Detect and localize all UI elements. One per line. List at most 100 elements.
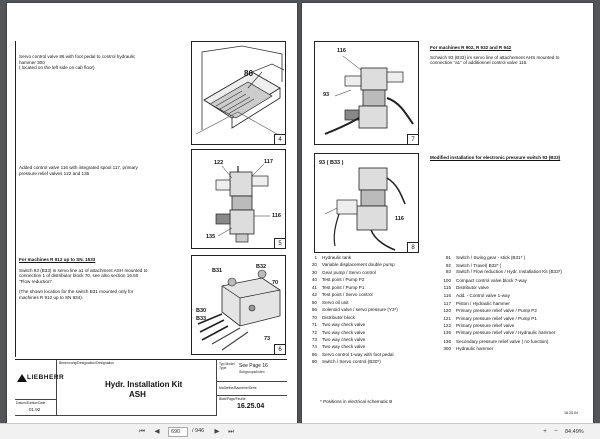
- pressure-switch-drawing: [324, 167, 406, 251]
- section3-heading: For machines R 912 up to SN. 1533: [19, 257, 96, 262]
- previous-page-icon[interactable]: ◀: [154, 428, 160, 435]
- type-label: Typ Model Type: [219, 362, 235, 370]
- logo-text: LIEBHERR: [27, 374, 65, 381]
- figure-number-7: 7: [407, 134, 418, 144]
- document-viewer[interactable]: Servo control valve 86 with foot pedal t…: [0, 0, 600, 423]
- callout-93-b33: 93 ( B33 ): [319, 160, 344, 166]
- left-page: Servo control valve 86 with foot pedal t…: [7, 3, 297, 423]
- type-sub: Subgroups/Index: [239, 370, 265, 374]
- zoom-out-icon[interactable]: −: [554, 428, 558, 435]
- zoom-in-icon[interactable]: +: [543, 428, 547, 435]
- page-number-input[interactable]: 690: [168, 427, 188, 437]
- first-page-icon[interactable]: ⏮: [139, 428, 145, 435]
- callout-122: 122: [214, 160, 224, 166]
- designation-label: Benennung/Designation/Désignation: [59, 361, 115, 365]
- right-section1-text: For machines R 902, R 932 and R 942 Schw…: [430, 45, 570, 66]
- callout-b30: B30: [196, 308, 207, 314]
- subgroup-cell: Maßreihe/Baureihe/Série: [217, 382, 287, 396]
- document-title-line2: ASH: [129, 390, 146, 399]
- total-pages: / 946: [192, 428, 205, 434]
- type-cell: Typ Model Type See Page 16 Subgroups/Ind…: [217, 360, 287, 382]
- right-page: 116 93 7 For machines R 902, R 932 and R…: [302, 3, 593, 423]
- callout-116-fig8: 116: [395, 216, 404, 222]
- document-title-line1: Hydr. Installation Kit: [105, 380, 183, 389]
- viewer-toolbar: ⏮ ◀ 690 / 946 ▶ ⏭ + − 84.49%: [0, 423, 600, 439]
- callout-b33: B33: [196, 316, 207, 322]
- zoom-level[interactable]: 84.49%: [565, 429, 584, 435]
- callout-117: 117: [264, 159, 273, 165]
- callout-86: 86: [244, 69, 253, 78]
- date-label-cell: Datum/Edition/Date: [15, 400, 57, 416]
- type-value: See Page 16: [239, 363, 268, 369]
- last-page-icon[interactable]: ⏭: [228, 428, 234, 435]
- designation-cell: Benennung/Designation/Désignation Hydr. …: [57, 360, 217, 416]
- valve-switch-drawing: [324, 55, 414, 135]
- figure-6: B31 B32 70 B30 B33 73 6: [191, 255, 286, 355]
- next-page-icon[interactable]: ▶: [214, 428, 220, 435]
- right-section1-body: Schwich 93 (B33) im servo line of attach…: [430, 54, 560, 66]
- doc-code: 16.25.04: [564, 411, 578, 415]
- left-margin-line: [15, 41, 16, 357]
- callout-70: 70: [272, 280, 279, 286]
- date-label: Datum/Edition/Date: [16, 401, 46, 405]
- figure-number-8: 8: [407, 242, 418, 252]
- logo-cell: LIEBHERR: [15, 360, 64, 400]
- right-section1-heading: For machines R 902, R 932 and R 942: [430, 45, 512, 50]
- right-section2-heading: Modified installation for electronic pre…: [430, 155, 561, 160]
- callout-135: 135: [206, 234, 216, 240]
- section3-text: For machines R 912 up to SN. 1533 Switch…: [19, 257, 149, 301]
- figure-8: 93 ( B33 ) 116 8: [314, 153, 419, 253]
- section3-note: (The shown location for the switch B31 m…: [19, 289, 134, 300]
- callout-b32: B32: [256, 264, 267, 270]
- section3-body: Switch 93 (B33) in servo line a1 of atta…: [19, 267, 148, 284]
- footnote: * Positions in electrical schematic B: [320, 399, 393, 404]
- figure-4: 86 4: [191, 41, 286, 145]
- figure-number-4: 4: [274, 134, 285, 144]
- callout-73: 73: [264, 336, 271, 342]
- current-page: 690: [171, 429, 181, 435]
- title-block: LIEBHERR Datum/Edition/Date 01.92 Benenn…: [15, 359, 287, 416]
- callout-b31: B31: [212, 268, 223, 274]
- section1-text: Servo control valve 86 with foot pedal t…: [19, 54, 136, 71]
- foot-pedal-drawing: [195, 45, 285, 139]
- edition-date: 01.92: [29, 407, 41, 412]
- callout-116: 116: [272, 213, 281, 219]
- sheet-cell: Blatt/Page/Feuille 16.25.04: [217, 396, 287, 416]
- figure-number-6: 6: [274, 344, 285, 354]
- figure-7: 116 93 7: [314, 41, 419, 145]
- callout-116: 116: [337, 48, 346, 54]
- sheet-number: 16.25.04: [237, 403, 265, 410]
- liebherr-logo-icon: [17, 374, 27, 382]
- subgroup-label: Maßreihe/Baureihe/Série: [219, 386, 257, 390]
